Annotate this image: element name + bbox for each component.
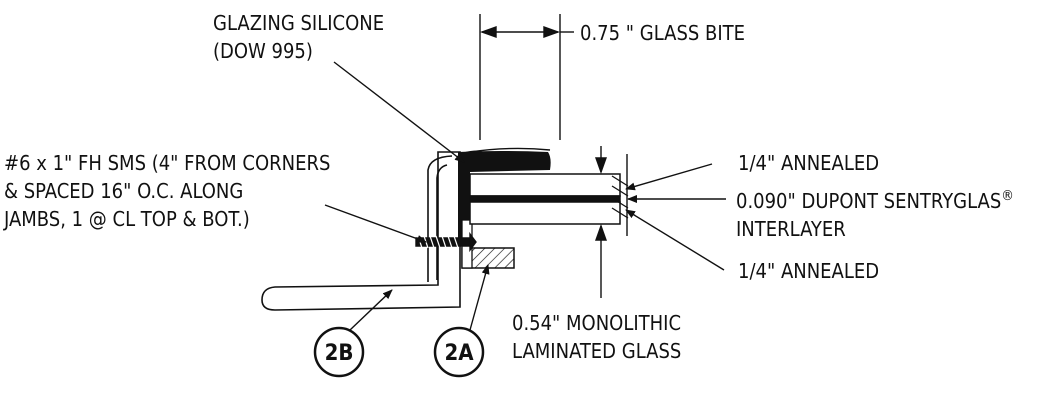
label-screw-line-1: #6 x 1" FH SMS (4" FROM CORNERS bbox=[4, 151, 330, 175]
detail-tag-2b: 2B bbox=[313, 326, 365, 378]
label-glass-bite: 0.75 " GLASS BITE bbox=[580, 21, 745, 45]
glass-bite-dimension bbox=[479, 14, 574, 140]
label-dow-995: (DOW 995) bbox=[213, 39, 313, 63]
leader-lines bbox=[324, 61, 726, 331]
detail-tag-2a: 2A bbox=[433, 326, 485, 378]
registered-mark: ® bbox=[1001, 188, 1014, 204]
tag-2a-label: 2A bbox=[444, 341, 474, 366]
label-glazing-silicone: GLAZING SILICONE bbox=[213, 11, 384, 35]
laminated-glass bbox=[469, 173, 629, 225]
label-annealed-top: 1/4" ANNEALED bbox=[738, 151, 879, 175]
label-monolithic-line-1: 0.54" MONOLITHIC bbox=[512, 311, 681, 335]
label-interlayer-line-1: 0.090" DUPONT SENTRYGLAS® bbox=[736, 188, 1014, 213]
label-interlayer-text: 0.090" DUPONT SENTRYGLAS bbox=[736, 189, 1001, 213]
label-monolithic-line-2: LAMINATED GLASS bbox=[512, 339, 681, 363]
glass-thickness-dimension bbox=[595, 146, 628, 298]
label-annealed-bottom: 1/4" ANNEALED bbox=[738, 259, 879, 283]
frame-angle-2b bbox=[261, 150, 483, 311]
tag-2b-label: 2B bbox=[325, 341, 354, 366]
label-interlayer-line-2: INTERLAYER bbox=[736, 217, 846, 241]
label-screw-line-2: & SPACED 16" O.C. ALONG bbox=[4, 179, 243, 203]
label-screw-line-3: JAMBS, 1 @ CL TOP & BOT.) bbox=[3, 207, 250, 231]
